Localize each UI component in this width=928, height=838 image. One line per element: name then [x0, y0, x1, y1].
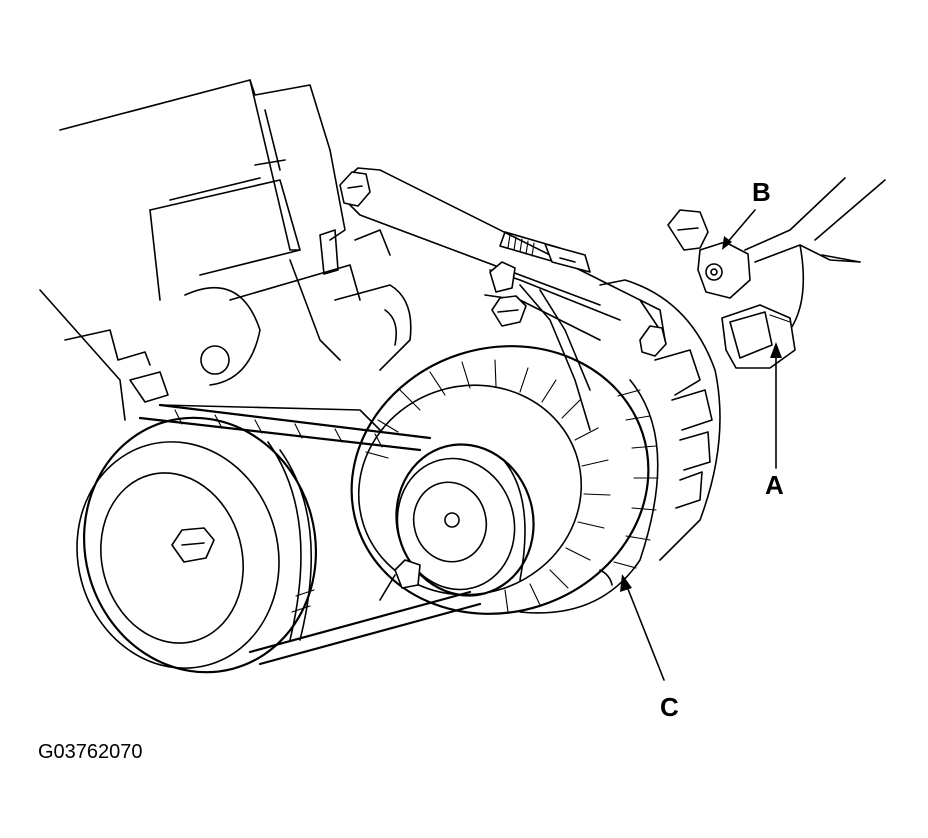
- connector-a: [721, 304, 796, 369]
- engine-block: [39, 79, 412, 431]
- callout-a-label: A: [765, 470, 784, 500]
- terminal-b: [667, 209, 751, 299]
- alternator-pulley: [395, 443, 535, 597]
- mounting-bracket: [339, 167, 667, 431]
- callout-arrows: [620, 209, 782, 681]
- callout-b-label: B: [752, 177, 771, 207]
- lower-mount: [379, 559, 613, 601]
- callout-c-label: C: [660, 692, 679, 722]
- figure-code: G03762070: [38, 741, 143, 763]
- wiring-harness: [744, 177, 886, 331]
- drive-belt: [138, 403, 482, 666]
- alternator: [350, 279, 721, 615]
